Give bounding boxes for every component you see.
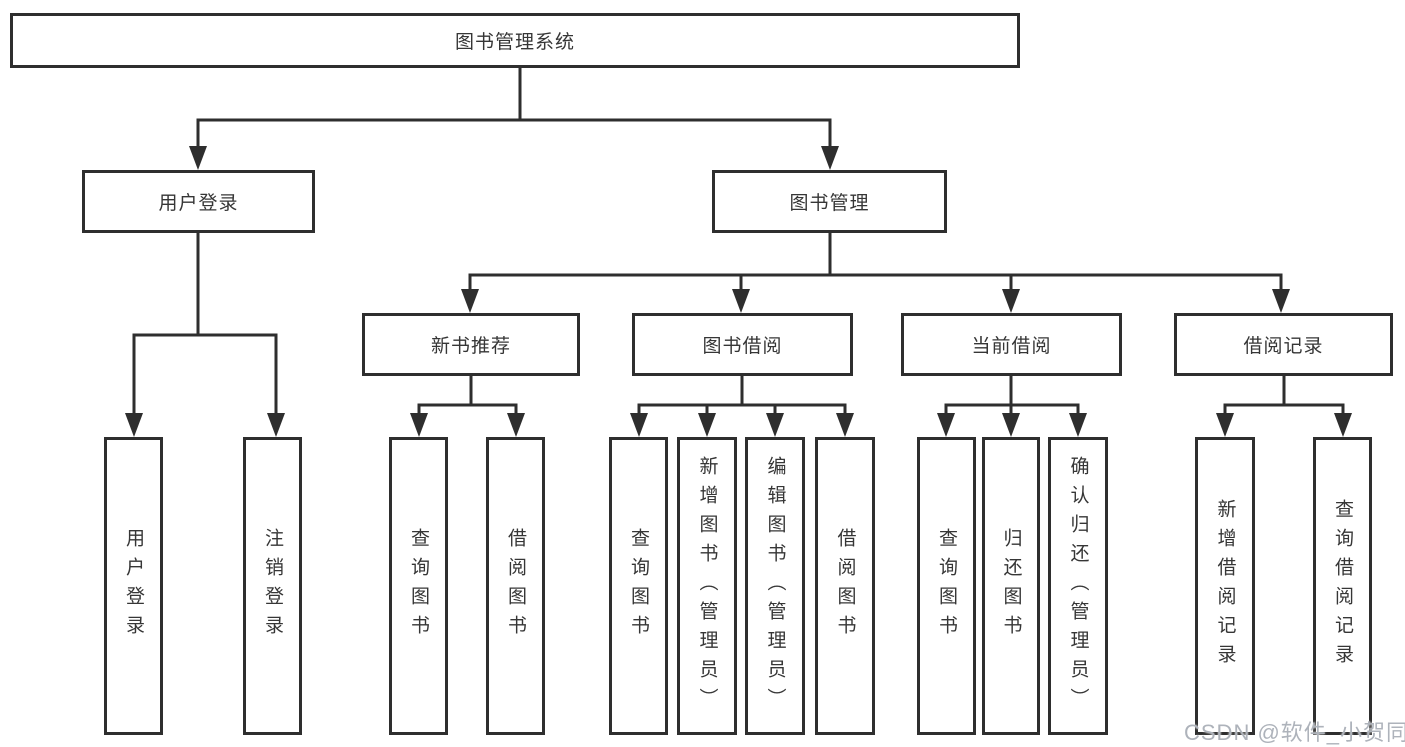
node-borrow-records: 借阅记录	[1174, 313, 1393, 376]
node-label: 图书借阅	[702, 336, 783, 357]
leaf-logout: 注销登录	[243, 437, 302, 735]
leaf-confirm-return-admin: 确认归还（管理员）	[1048, 437, 1108, 735]
leaf-user-login: 用户登录	[104, 437, 163, 735]
node-user-login: 用户登录	[82, 170, 315, 233]
node-label: 新书推荐	[430, 336, 511, 357]
leaf-query-books-borrow: 查询图书	[609, 437, 668, 735]
leaf-borrow-books: 借阅图书	[815, 437, 875, 735]
leaf-edit-books-admin: 编辑图书（管理员）	[745, 437, 805, 735]
node-label: 编辑图书（管理员）	[764, 455, 786, 717]
leaf-query-borrow-record: 查询借阅记录	[1313, 437, 1372, 735]
node-label: 图书管理系统	[454, 32, 575, 53]
node-label: 借阅图书	[505, 528, 526, 644]
node-new-book-recommend: 新书推荐	[362, 313, 580, 376]
node-label: 归还图书	[1000, 528, 1022, 644]
node-label: 查询图书	[936, 528, 957, 644]
leaf-query-books-current: 查询图书	[917, 437, 976, 735]
node-label: 查询图书	[628, 528, 649, 644]
node-current-borrow: 当前借阅	[901, 313, 1122, 376]
node-book-management: 图书管理	[712, 170, 947, 233]
node-label: 新增借阅记录	[1214, 499, 1236, 673]
node-label: 注销登录	[262, 528, 283, 644]
node-label: 新增图书（管理员）	[696, 455, 718, 717]
csdn-watermark: CSDN @软件_小贺同学	[1184, 720, 1405, 745]
leaf-return-books: 归还图书	[982, 437, 1040, 735]
node-label: 查询借阅记录	[1332, 499, 1353, 673]
leaf-add-books-admin: 新增图书（管理员）	[677, 437, 737, 735]
node-label: 借阅记录	[1243, 336, 1324, 357]
leaf-add-borrow-record: 新增借阅记录	[1195, 437, 1255, 735]
node-label: 用户登录	[123, 528, 144, 644]
leaf-query-books-recommend: 查询图书	[389, 437, 448, 735]
node-label: 借阅图书	[834, 528, 856, 644]
node-label: 用户登录	[158, 193, 239, 214]
node-book-borrow: 图书借阅	[632, 313, 853, 376]
node-library-management-system: 图书管理系统	[10, 13, 1020, 68]
node-label: 图书管理	[789, 193, 870, 214]
node-label: 确认归还（管理员）	[1067, 455, 1089, 717]
leaf-borrow-books-recommend: 借阅图书	[486, 437, 545, 735]
node-label: 查询图书	[408, 528, 429, 644]
node-label: 当前借阅	[971, 336, 1052, 357]
